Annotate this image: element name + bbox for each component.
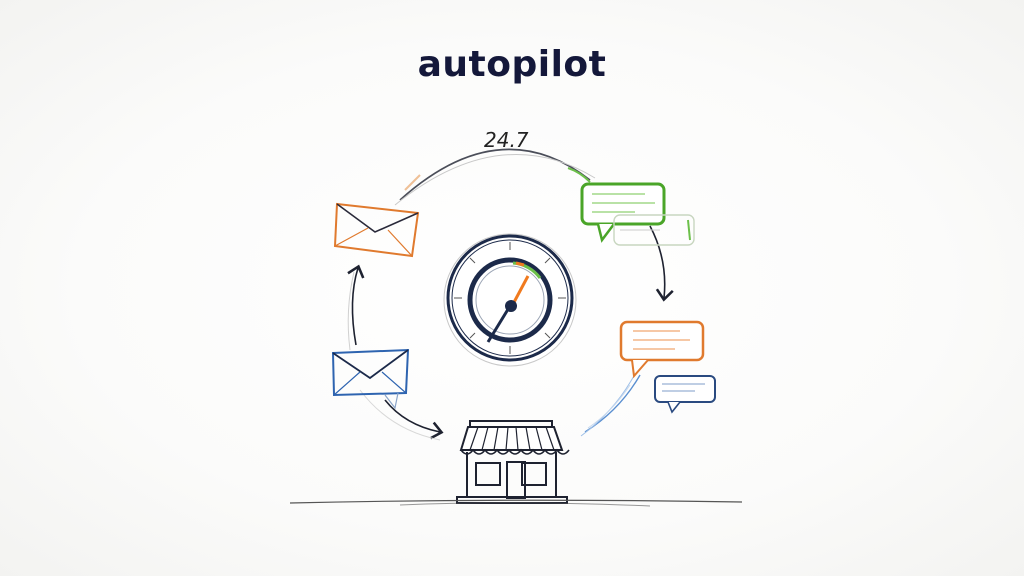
speedometer-icon — [443, 233, 577, 367]
email-envelope-blue — [331, 348, 410, 410]
chat-bubble-green — [580, 182, 666, 243]
chat-bubble-orange — [619, 320, 705, 379]
page-title: autopilot — [417, 44, 607, 85]
chat-bubble-light — [613, 214, 695, 246]
cycle-label: 24.7 — [484, 128, 529, 152]
cycle-arcs — [347, 148, 674, 441]
storefront-icon — [456, 420, 570, 504]
email-envelope-orange — [333, 202, 420, 258]
chat-bubble-navy — [654, 375, 716, 414]
ground-line — [289, 499, 743, 507]
